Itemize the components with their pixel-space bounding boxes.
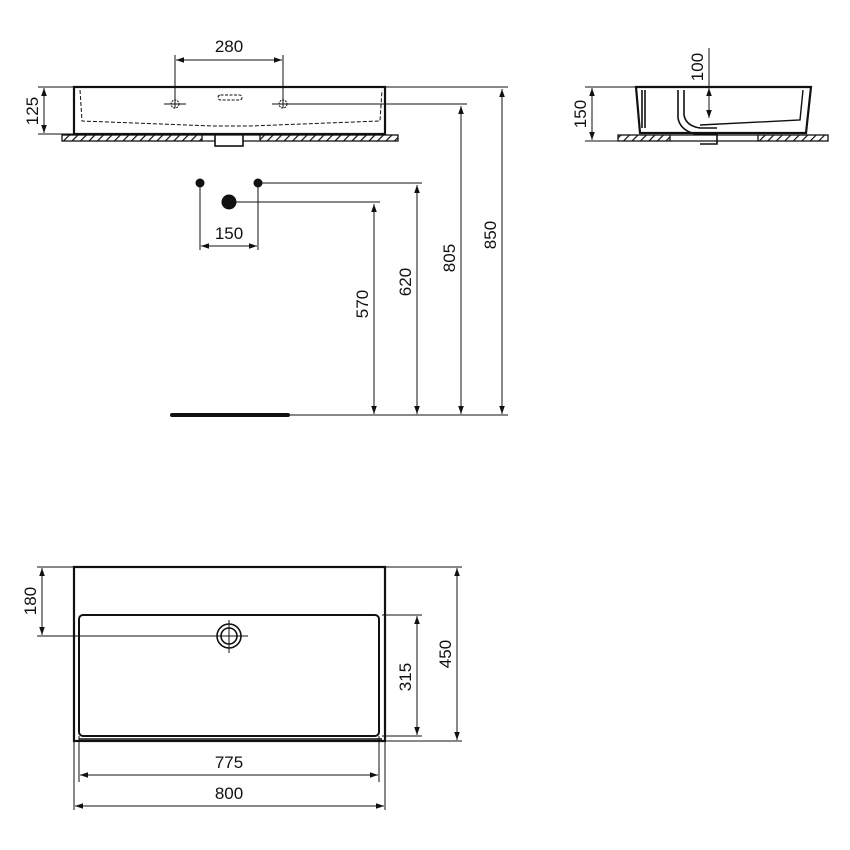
label-280: 280 [215,37,243,56]
label-450: 450 [436,640,455,668]
label-180: 180 [21,587,40,615]
label-850: 850 [481,221,500,249]
label-800: 800 [215,784,243,803]
waste-drain-icon [212,620,248,653]
label-side-100: 100 [688,53,707,81]
side-bowl-bottom [699,89,804,126]
side-waste-pipe [677,90,718,145]
label-125: 125 [23,97,42,125]
bowl-hidden-line [79,89,383,127]
waste-outlet [214,133,244,147]
label-775: 775 [215,753,243,772]
countertop-left [61,134,203,142]
label-570: 570 [353,290,372,318]
overflow-slot [217,94,243,101]
side-inner-wall [641,90,646,128]
tap-hole-right-icon [272,99,387,109]
dimension-labels: 280 125 150 570 620 805 850 150 100 180 … [21,37,707,803]
front-view [38,55,508,147]
side-countertop-right [757,134,829,142]
side-countertop-left [617,134,671,142]
basin-front-outline [72,85,387,136]
top-view [37,565,462,810]
label-150-spacing: 150 [215,224,243,243]
side-view [585,48,829,145]
label-315: 315 [396,663,415,691]
wall-connections [170,89,508,417]
basin-top-outline [72,565,387,743]
basin-side-outline [634,85,813,135]
countertop-right [259,134,399,142]
bowl-top-outline [78,614,380,737]
label-side-150: 150 [571,100,590,128]
label-805: 805 [440,244,459,272]
label-620: 620 [396,268,415,296]
